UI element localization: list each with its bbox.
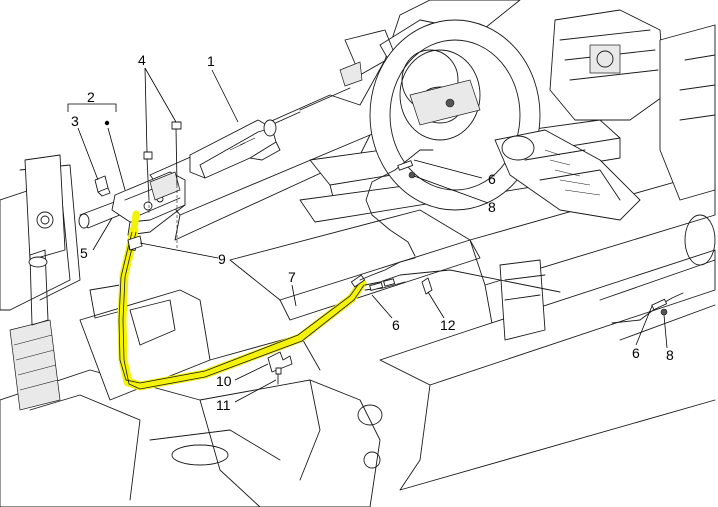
callout-5: 5 (80, 245, 88, 261)
callout-1: 1 (207, 53, 215, 69)
callout-6-middle: 6 (392, 317, 400, 333)
callout-7: 7 (288, 269, 296, 285)
callout-leaders (67, 67, 668, 403)
callout-12: 12 (440, 317, 456, 333)
rear-wheel-assembly (369, 19, 541, 211)
callout-11: 11 (216, 397, 231, 413)
callout-9: 9 (218, 251, 226, 267)
cable-highlight-glow (117, 225, 367, 391)
callout-labels: 1 2 3 4 5 6 6 6 7 8 8 9 10 11 12 (71, 52, 674, 413)
rear-differential-engine (494, 9, 716, 266)
callout-8-right: 8 (666, 347, 674, 363)
callout-6-right: 6 (632, 345, 640, 361)
small-hardware (127, 235, 433, 385)
callout-2: 2 (87, 89, 95, 105)
rear-brake-cables (359, 149, 684, 324)
callout-4: 4 (138, 52, 146, 68)
callout-2-dot (104, 120, 110, 126)
callout-6-upper: 6 (488, 171, 496, 187)
callout-10: 10 (216, 373, 232, 389)
parking-brake-lever (78, 119, 281, 250)
callout-8-upper: 8 (488, 199, 496, 215)
callout-3: 3 (71, 113, 79, 129)
